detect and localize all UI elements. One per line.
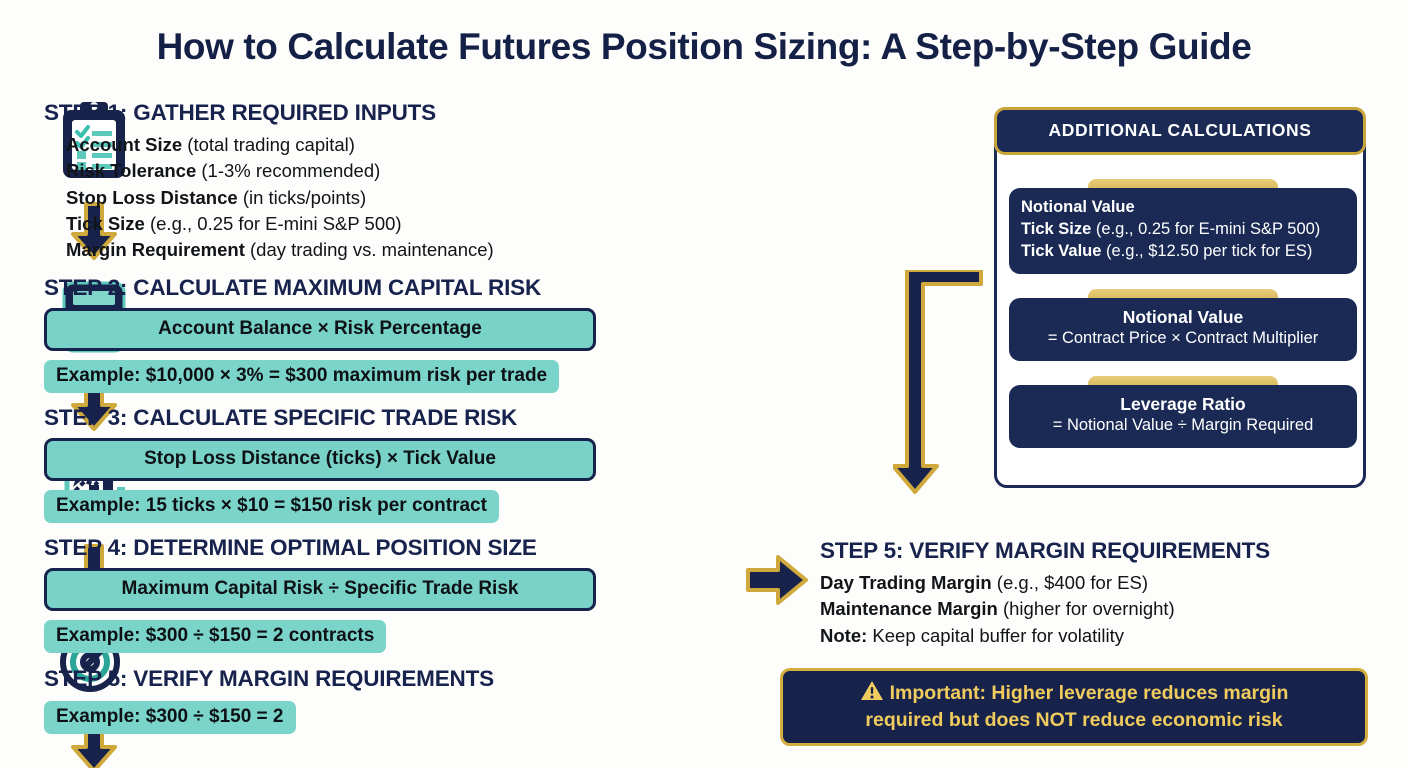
step-3-example: Example: 15 ticks × $10 = $150 risk per …: [44, 490, 499, 523]
step-4-block: STEP 4: DETERMINE OPTIMAL POSITION SIZE …: [44, 535, 724, 653]
step-3-formula: Stop Loss Distance (ticks) × Tick Value: [44, 438, 596, 481]
step-2-heading: STEP 2: CALCULATE MAXIMUM CAPITAL RISK: [44, 275, 541, 300]
important-note-banner: Important: Higher leverage reduces margi…: [780, 668, 1368, 747]
steps-column: STEP 1: GATHER REQUIRED INPUTS Account S…: [44, 100, 724, 734]
list-item: Stop Loss Distance (in ticks/points): [66, 186, 367, 208]
step-4-formula: Maximum Capital Risk ÷ Specific Trade Ri…: [44, 568, 596, 611]
calc-line: Tick Value (e.g., $12.50 per tick for ES…: [1021, 241, 1313, 260]
down-arrow-icon: [52, 188, 136, 274]
calc-line: = Notional Value ÷ Margin Required: [1052, 415, 1314, 434]
list-item: Margin Requirement (day trading vs. main…: [66, 239, 494, 261]
calc-card-title: Leverage Ratio: [1120, 393, 1246, 414]
list-item: Risk Tolerance (1-3% recommended): [66, 160, 381, 182]
clipboard-checklist-icon: [52, 100, 136, 188]
step-2-block: STEP 2: CALCULATE MAXIMUM CAPITAL RISK A…: [44, 275, 724, 393]
list-item: Maintenance Margin (higher for overnight…: [820, 598, 1175, 620]
step-2-formula: Account Balance × Risk Percentage: [44, 308, 596, 351]
right-arrow-icon: [744, 552, 810, 613]
calculation-cards: Notional Value Tick Size (e.g., 0.25 for…: [997, 170, 1369, 448]
page-title: How to Calculate Futures Position Sizing…: [156, 26, 1252, 67]
warning-triangle-icon: [860, 680, 884, 708]
step-1-block: STEP 1: GATHER REQUIRED INPUTS Account S…: [44, 100, 724, 260]
calculation-card: Notional Value Tick Size (e.g., 0.25 for…: [1009, 179, 1357, 274]
step-5-example: Example: $300 ÷ $150 = 2: [44, 701, 296, 734]
step-3-block: STEP 3: CALCULATE SPECIFIC TRADE RISK St…: [44, 405, 724, 523]
additional-calculations-panel: ADDITIONAL CALCULATIONS Notional Value T…: [994, 107, 1366, 488]
step-3-heading: STEP 3: CALCULATE SPECIFIC TRADE RISK: [44, 405, 518, 430]
list-item: Tick Size (e.g., 0.25 for E-mini S&P 500…: [66, 212, 402, 234]
list-item: Note: Keep capital buffer for volatility: [820, 624, 1125, 646]
step-1-heading: STEP 1: GATHER REQUIRED INPUTS: [44, 100, 436, 125]
calculation-card: Notional Value = Contract Price × Contra…: [1009, 288, 1357, 361]
calc-line: Notional Value: [1021, 198, 1135, 216]
list-item: Account Size (total trading capital): [66, 134, 355, 155]
step-2-example: Example: $10,000 × 3% = $300 maximum ris…: [44, 360, 560, 393]
right-step-5-heading: STEP 5: VERIFY MARGIN REQUIREMENTS: [820, 538, 1270, 563]
step-4-example: Example: $300 ÷ $150 = 2 contracts: [44, 620, 387, 653]
step-1-bullets: Account Size (total trading capital) Ris…: [44, 132, 724, 263]
step-4-heading: STEP 4: DETERMINE OPTIMAL POSITION SIZE: [44, 535, 537, 560]
step-5-heading: STEP 5: VERIFY MARGIN REQUIREMENTS: [44, 666, 494, 691]
step-5-block: STEP 5: VERIFY MARGIN REQUIREMENTS Examp…: [44, 666, 724, 734]
right-step-5-block: STEP 5: VERIFY MARGIN REQUIREMENTS Day T…: [820, 538, 1380, 649]
right-step-5-bullets: Day Trading Margin (e.g., $400 for ES) M…: [820, 570, 1380, 649]
calc-card-title: Notional Value: [1122, 306, 1244, 327]
calc-line: Tick Size (e.g., 0.25 for E-mini S&P 500…: [1021, 219, 1321, 238]
important-line-1: Important: Higher leverage reduces margi…: [889, 682, 1289, 704]
calculation-card: Leverage Ratio = Notional Value ÷ Margin…: [1009, 375, 1357, 448]
important-line-2: required but does NOT reduce economic ri…: [865, 709, 1283, 732]
list-item: Day Trading Margin (e.g., $400 for ES): [820, 572, 1148, 593]
elbow-connector-arrow: [891, 268, 1003, 505]
additional-calculations-title: ADDITIONAL CALCULATIONS: [994, 107, 1366, 155]
calc-line: = Contract Price × Contract Multiplier: [1047, 328, 1319, 347]
